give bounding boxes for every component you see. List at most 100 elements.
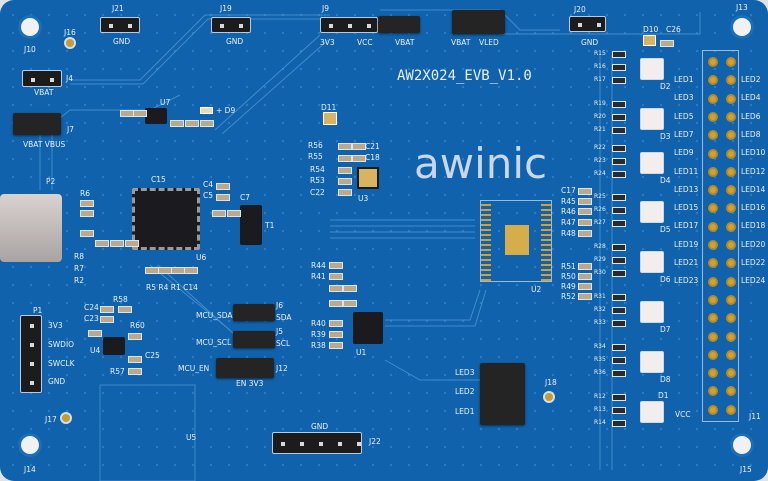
header-pin-label: LED19 xyxy=(674,239,699,249)
smd-component xyxy=(128,368,142,375)
silk-label: C4 xyxy=(203,180,214,189)
rgb-led xyxy=(640,58,664,80)
silk-label: R38 xyxy=(311,341,326,350)
header-pin xyxy=(708,203,718,214)
jumper-led-select[interactable] xyxy=(480,363,525,425)
resistor xyxy=(612,207,626,214)
jumper-vbat-vled[interactable] xyxy=(452,10,505,34)
u2-thermal-pad xyxy=(505,225,529,255)
silk-label: EN 3V3 xyxy=(236,379,264,388)
silk-label: R2 xyxy=(74,276,84,285)
header-pin xyxy=(708,276,718,287)
jumper-j12-en[interactable] xyxy=(216,358,274,378)
silk-label: R39 xyxy=(311,330,326,339)
header-j21[interactable] xyxy=(100,17,140,33)
header-pin xyxy=(726,148,736,159)
header-pin xyxy=(726,240,736,250)
silk-label: GND xyxy=(311,422,329,431)
header-j22-gnd[interactable] xyxy=(272,432,362,454)
smd-component xyxy=(118,306,132,313)
header-pin-label: LED14 xyxy=(741,184,766,194)
header-pin xyxy=(708,93,718,104)
header-pin xyxy=(726,57,736,67)
rgb-led xyxy=(640,401,664,423)
silk-label: 3V3 xyxy=(320,38,335,47)
header-pin-label: LED21 xyxy=(674,258,699,267)
silk-label: J20 xyxy=(574,5,586,14)
jumper-j5-scl[interactable] xyxy=(233,331,275,348)
resistor xyxy=(612,77,626,84)
silk-label: 3V3 xyxy=(48,321,63,330)
smd-component xyxy=(578,198,592,205)
jumper-vbat[interactable] xyxy=(378,16,420,33)
silk-label: P1 xyxy=(33,306,43,315)
silk-label: SDA xyxy=(276,313,292,322)
silk-label: C26 xyxy=(666,25,681,34)
silk-label: R5 R4 R1 C14 xyxy=(146,283,198,292)
jumper-j6-sda[interactable] xyxy=(233,304,275,321)
silk-label: C5 xyxy=(203,191,214,200)
silk-label: R30 xyxy=(594,269,606,276)
resistor xyxy=(612,407,626,414)
header-pin-label: LED6 xyxy=(741,111,761,121)
chip-u3 xyxy=(357,167,379,189)
smd-component xyxy=(128,356,142,363)
silk-label: R20 xyxy=(594,113,606,120)
silk-label: R12 xyxy=(594,393,606,400)
silk-label: R25 xyxy=(594,193,606,200)
silk-label: U1 xyxy=(356,348,367,357)
header-pin xyxy=(708,221,718,232)
silk-label: LED2 xyxy=(455,387,475,396)
silk-label: + D9 xyxy=(216,106,236,115)
resistor xyxy=(612,171,626,178)
resistor xyxy=(612,257,626,264)
smd-component xyxy=(227,210,241,217)
header-p1-swd[interactable] xyxy=(20,315,42,393)
jumper-j7[interactable] xyxy=(13,113,61,135)
silk-label: R16 xyxy=(594,63,606,70)
silk-label: D2 xyxy=(660,82,671,91)
led-d10 xyxy=(643,35,656,46)
header-pin-label: LED16 xyxy=(741,203,766,213)
header-pin-label: LED23 xyxy=(674,276,699,286)
header-j19[interactable] xyxy=(211,17,251,33)
led-d11 xyxy=(323,112,337,125)
silk-label: R60 xyxy=(130,321,145,330)
header-pin xyxy=(726,166,736,177)
header-pin xyxy=(726,276,736,287)
header-j9[interactable] xyxy=(320,17,378,33)
header-pin-label: LED8 xyxy=(741,129,761,139)
smd-component xyxy=(128,333,142,340)
header-j20[interactable] xyxy=(569,16,606,32)
smd-component xyxy=(133,110,147,117)
header-j4[interactable] xyxy=(22,70,62,87)
resistor xyxy=(612,127,626,134)
header-pin xyxy=(726,386,736,397)
silk-label: J13 xyxy=(736,3,748,12)
smd-component xyxy=(88,330,102,337)
test-point-j17 xyxy=(60,412,72,424)
header-pin xyxy=(726,221,736,232)
usb-c-connector-p2[interactable] xyxy=(0,194,62,262)
header-pin-label: LED3 xyxy=(674,93,694,103)
header-pin xyxy=(30,343,34,347)
silk-label: C17 xyxy=(561,186,576,195)
silk-label: D5 xyxy=(660,225,671,234)
resistor xyxy=(612,344,626,351)
header-j11[interactable] xyxy=(702,50,739,422)
silk-label: D3 xyxy=(660,132,671,141)
header-pin-label: LED18 xyxy=(741,221,766,231)
smd-component xyxy=(578,273,592,280)
mounting-hole-j14 xyxy=(18,433,42,457)
smd-component xyxy=(343,285,357,292)
silk-label: SWCLK xyxy=(48,359,75,368)
smd-component xyxy=(80,200,94,207)
smd-component xyxy=(80,210,94,217)
silk-label: C25 xyxy=(145,351,160,360)
silk-label: R58 xyxy=(113,295,128,304)
chip-u4 xyxy=(103,337,125,355)
header-pin-label: LED10 xyxy=(741,148,766,158)
silk-label: D7 xyxy=(660,325,671,334)
header-pin xyxy=(726,93,736,104)
